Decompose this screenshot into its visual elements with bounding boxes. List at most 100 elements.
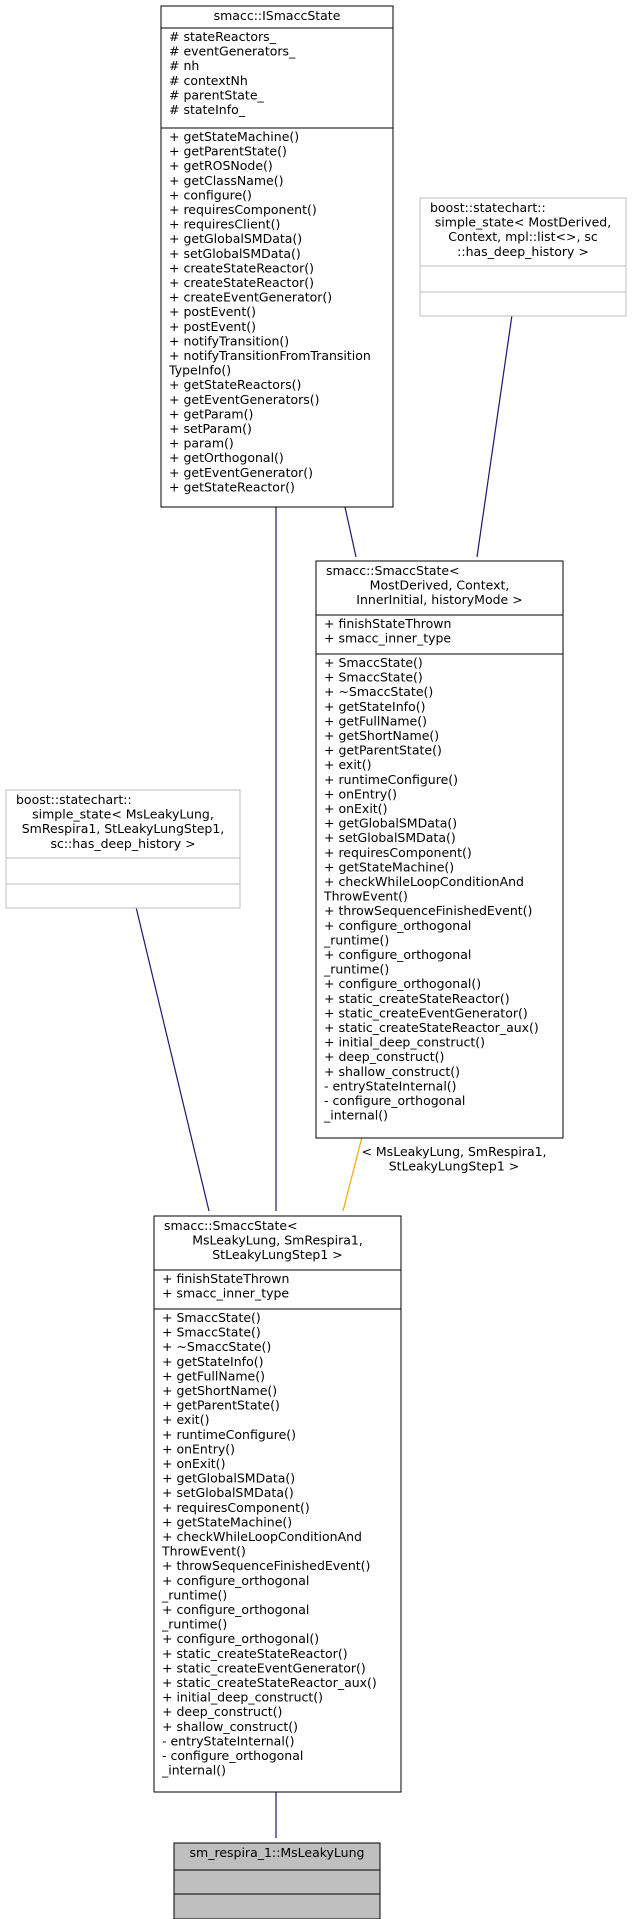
class-method: + configure() [169, 187, 252, 202]
class-method: + static_createEventGenerator() [324, 1005, 528, 1020]
class-method: + static_createStateReactor() [324, 991, 510, 1006]
class-title-line: simple_state< MostDerived, [435, 215, 611, 230]
class-method: + getStateReactors() [169, 377, 301, 392]
class-attribute: # eventGenerators_ [169, 44, 296, 59]
class-box-frame [173, 1842, 381, 1919]
class-method: + getGlobalSMData() [324, 816, 457, 831]
class-title-line: smacc::SmaccState< [326, 563, 460, 578]
class-attribute: # nh [169, 58, 199, 73]
template-binding-label: < MsLeakyLung, SmRespira1,StLeakyLungSte… [361, 1144, 546, 1174]
class-method: + deep_construct() [324, 1049, 444, 1064]
class-title-line: smacc::SmaccState< [164, 1218, 298, 1233]
class-attribute: + smacc_inner_type [162, 1286, 289, 1301]
class-method: + static_createStateReactor_aux() [162, 1675, 377, 1690]
class-method: + getEventGenerator() [169, 465, 313, 480]
class-method: + checkWhileLoopConditionAnd [162, 1529, 362, 1544]
class-method: + getROSNode() [169, 158, 273, 173]
class-method: + onEntry() [324, 786, 397, 801]
class-method: + postEvent() [169, 319, 256, 334]
class-method: _internal() [323, 1108, 388, 1123]
class-method: + static_createStateReactor_aux() [324, 1020, 539, 1035]
template-binding-label-line: < MsLeakyLung, SmRespira1, [361, 1144, 546, 1159]
class-method: + throwSequenceFinishedEvent() [162, 1558, 370, 1573]
class-method: + runtimeConfigure() [162, 1427, 296, 1442]
class-box-boost-simple-state-generic[interactable]: boost::statechart::simple_state< MostDer… [419, 197, 627, 317]
class-method: + getStateInfo() [324, 699, 425, 714]
class-method: + getParentState() [169, 144, 287, 159]
class-method: + SmaccState() [162, 1325, 261, 1340]
class-attribute: + smacc_inner_type [324, 631, 451, 646]
edge-smacc-template-to-ismacc [345, 507, 357, 558]
class-method: + setParam() [169, 421, 252, 436]
class-method: + requiresComponent() [324, 845, 472, 860]
class-box-boost-simple-state-leaky[interactable]: boost::statechart::simple_state< MsLeaky… [5, 789, 241, 909]
class-method: + ~SmaccState() [324, 684, 433, 699]
class-box-frame [5, 789, 241, 909]
class-method: + createStateReactor() [169, 275, 314, 290]
class-method: + getShortName() [324, 728, 439, 743]
edge-smacc-template-to-boost-generic [476, 315, 512, 558]
class-method: + createStateReactor() [169, 260, 314, 275]
class-method: + configure_orthogonal [162, 1573, 309, 1588]
class-method: + configure_orthogonal [324, 947, 471, 962]
class-attribute: # contextNh [169, 73, 248, 88]
class-title-line: MostDerived, Context, [370, 578, 510, 593]
class-method: + getStateMachine() [162, 1514, 292, 1529]
class-method: + getGlobalSMData() [162, 1471, 295, 1486]
class-box-frame [419, 197, 627, 317]
class-title-line: MsLeakyLung, SmRespira1, [192, 1233, 363, 1248]
class-method: + notifyTransition() [169, 333, 289, 348]
edge-smacc-leaky-to-smacc-template [342, 1133, 363, 1212]
class-method: + setGlobalSMData() [162, 1485, 294, 1500]
class-box-frame [153, 1215, 402, 1793]
class-title-line: smacc::ISmaccState [214, 8, 341, 23]
class-method: + configure_orthogonal [324, 918, 471, 933]
class-method: + getStateMachine() [324, 859, 454, 874]
class-box-smacc-state-template[interactable]: smacc::SmaccState<MostDerived, Context,I… [315, 560, 564, 1139]
class-method: _runtime() [161, 1617, 227, 1632]
class-box-smacc-state-leaky[interactable]: smacc::SmaccState<MsLeakyLung, SmRespira… [153, 1215, 402, 1793]
class-attribute: + finishStateThrown [324, 616, 451, 631]
class-method: + configure_orthogonal [162, 1602, 309, 1617]
class-method: - entryStateInternal() [324, 1078, 457, 1093]
class-method: - entryStateInternal() [162, 1733, 295, 1748]
class-title-line: StLeakyLungStep1 > [212, 1247, 343, 1262]
class-method: _runtime() [323, 932, 389, 947]
class-method: + getParentState() [162, 1398, 280, 1413]
class-method: + SmaccState() [324, 655, 423, 670]
class-method: + postEvent() [169, 304, 256, 319]
class-method: _internal() [161, 1763, 226, 1778]
edge-smacc-leaky-to-boost-leaky [136, 907, 210, 1212]
class-title-line: Context, mpl::list<>, sc [448, 229, 598, 244]
class-method: + getStateReactor() [169, 479, 295, 494]
class-method: + getParam() [169, 406, 253, 421]
class-method: + shallow_construct() [324, 1064, 460, 1079]
class-method: + getStateMachine() [169, 129, 299, 144]
class-method: + getEventGenerators() [169, 392, 320, 407]
class-method: + static_createStateReactor() [162, 1646, 348, 1661]
class-box-ismacc-state[interactable]: smacc::ISmaccState# stateReactors_# even… [160, 5, 394, 508]
class-method: + shallow_construct() [162, 1719, 298, 1734]
class-method: + onExit() [162, 1456, 225, 1471]
class-method: ThrowEvent() [323, 889, 408, 904]
class-method: + getClassName() [169, 173, 284, 188]
class-method: + getGlobalSMData() [169, 231, 302, 246]
class-method: + setGlobalSMData() [169, 246, 301, 261]
class-method: + static_createEventGenerator() [162, 1660, 366, 1675]
class-method: - configure_orthogonal [324, 1093, 465, 1108]
template-binding-label-line: StLeakyLungStep1 > [389, 1159, 520, 1174]
class-title-line: ::has_deep_history > [457, 244, 589, 259]
class-title-line: boost::statechart:: [430, 200, 546, 215]
class-title-line: sc::has_deep_history > [50, 836, 195, 851]
class-method: _runtime() [161, 1587, 227, 1602]
class-method: + setGlobalSMData() [324, 830, 456, 845]
class-attribute: # stateInfo_ [169, 102, 246, 117]
class-method: + onEntry() [162, 1441, 235, 1456]
class-method: + runtimeConfigure() [324, 772, 458, 787]
class-method: + configure_orthogonal() [324, 976, 481, 991]
class-box-ms-leaky-lung[interactable]: sm_respira_1::MsLeakyLung [173, 1842, 381, 1919]
class-attribute: + finishStateThrown [162, 1271, 289, 1286]
class-method: + initial_deep_construct() [324, 1035, 485, 1050]
class-method: + SmaccState() [324, 670, 423, 685]
